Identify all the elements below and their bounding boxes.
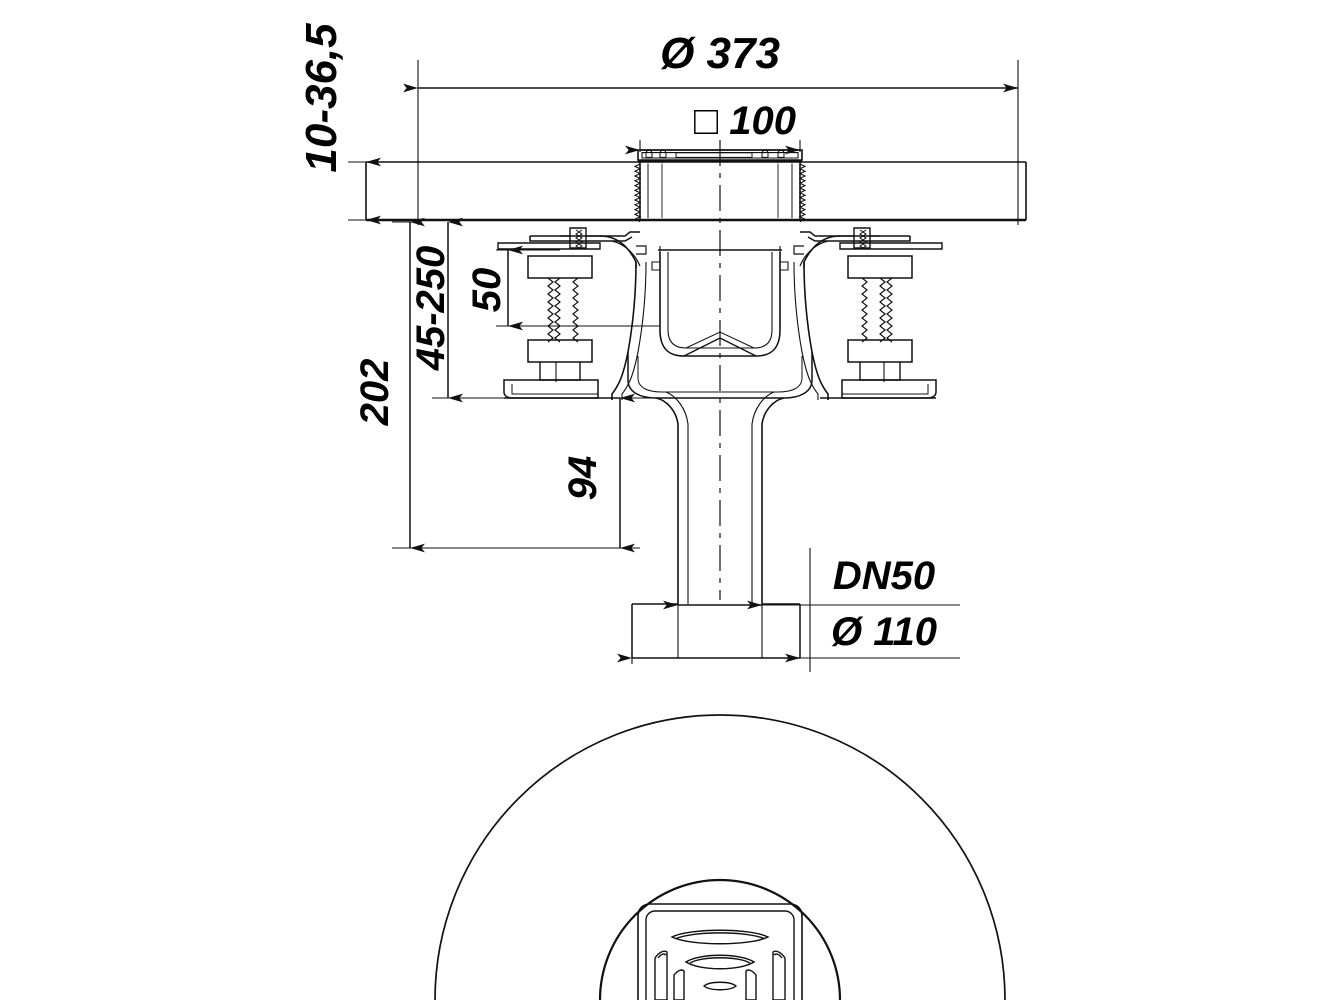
dimension-adjust-range bbox=[432, 217, 528, 403]
collar-teeth-left bbox=[633, 163, 642, 223]
label-flange-diameter: Ø 110 bbox=[831, 610, 937, 654]
dimension-outlet-height bbox=[612, 393, 660, 553]
label-grate-size: □ 100 bbox=[694, 99, 796, 143]
label-nominal-diameter: DN50 bbox=[833, 554, 935, 598]
plan-grate-frame-inner bbox=[645, 910, 795, 1000]
label-tile-thickness: 10-36,5 bbox=[297, 23, 346, 173]
plan-outer-circle bbox=[434, 714, 1006, 1000]
dimension-flange-diameter bbox=[617, 610, 960, 664]
label-water-seal: 50 bbox=[465, 268, 509, 313]
outlet-pipe-section bbox=[631, 391, 801, 658]
plan-inner-circle bbox=[598, 878, 842, 1000]
label-total-height: 202 bbox=[353, 359, 397, 427]
plan-view bbox=[434, 714, 1006, 1000]
dimension-nominal-diameter bbox=[663, 548, 960, 672]
dimension-total-height bbox=[392, 217, 640, 553]
label-outlet-height: 94 bbox=[561, 456, 605, 501]
label-adjust-range: 45-250 bbox=[409, 246, 453, 372]
floor-level-lines bbox=[365, 161, 1027, 222]
threaded-rod-left bbox=[547, 277, 579, 343]
clamp-flange-section bbox=[529, 227, 911, 268]
dimension-water-seal bbox=[496, 245, 660, 331]
adjustable-leg-left bbox=[497, 242, 620, 399]
dimension-grate-size bbox=[625, 140, 801, 155]
label-outer-diameter: Ø 373 bbox=[660, 29, 780, 78]
plan-grate-slots bbox=[654, 929, 786, 1000]
trap-body-section bbox=[611, 246, 829, 400]
adjustable-leg-right bbox=[820, 242, 943, 399]
threaded-rod-right bbox=[861, 277, 893, 343]
dimension-tile-thickness bbox=[348, 157, 381, 225]
dimension-outer-diameter bbox=[403, 60, 1019, 225]
collar-teeth-right bbox=[798, 163, 807, 223]
plan-grate-frame-outer bbox=[637, 903, 803, 1000]
